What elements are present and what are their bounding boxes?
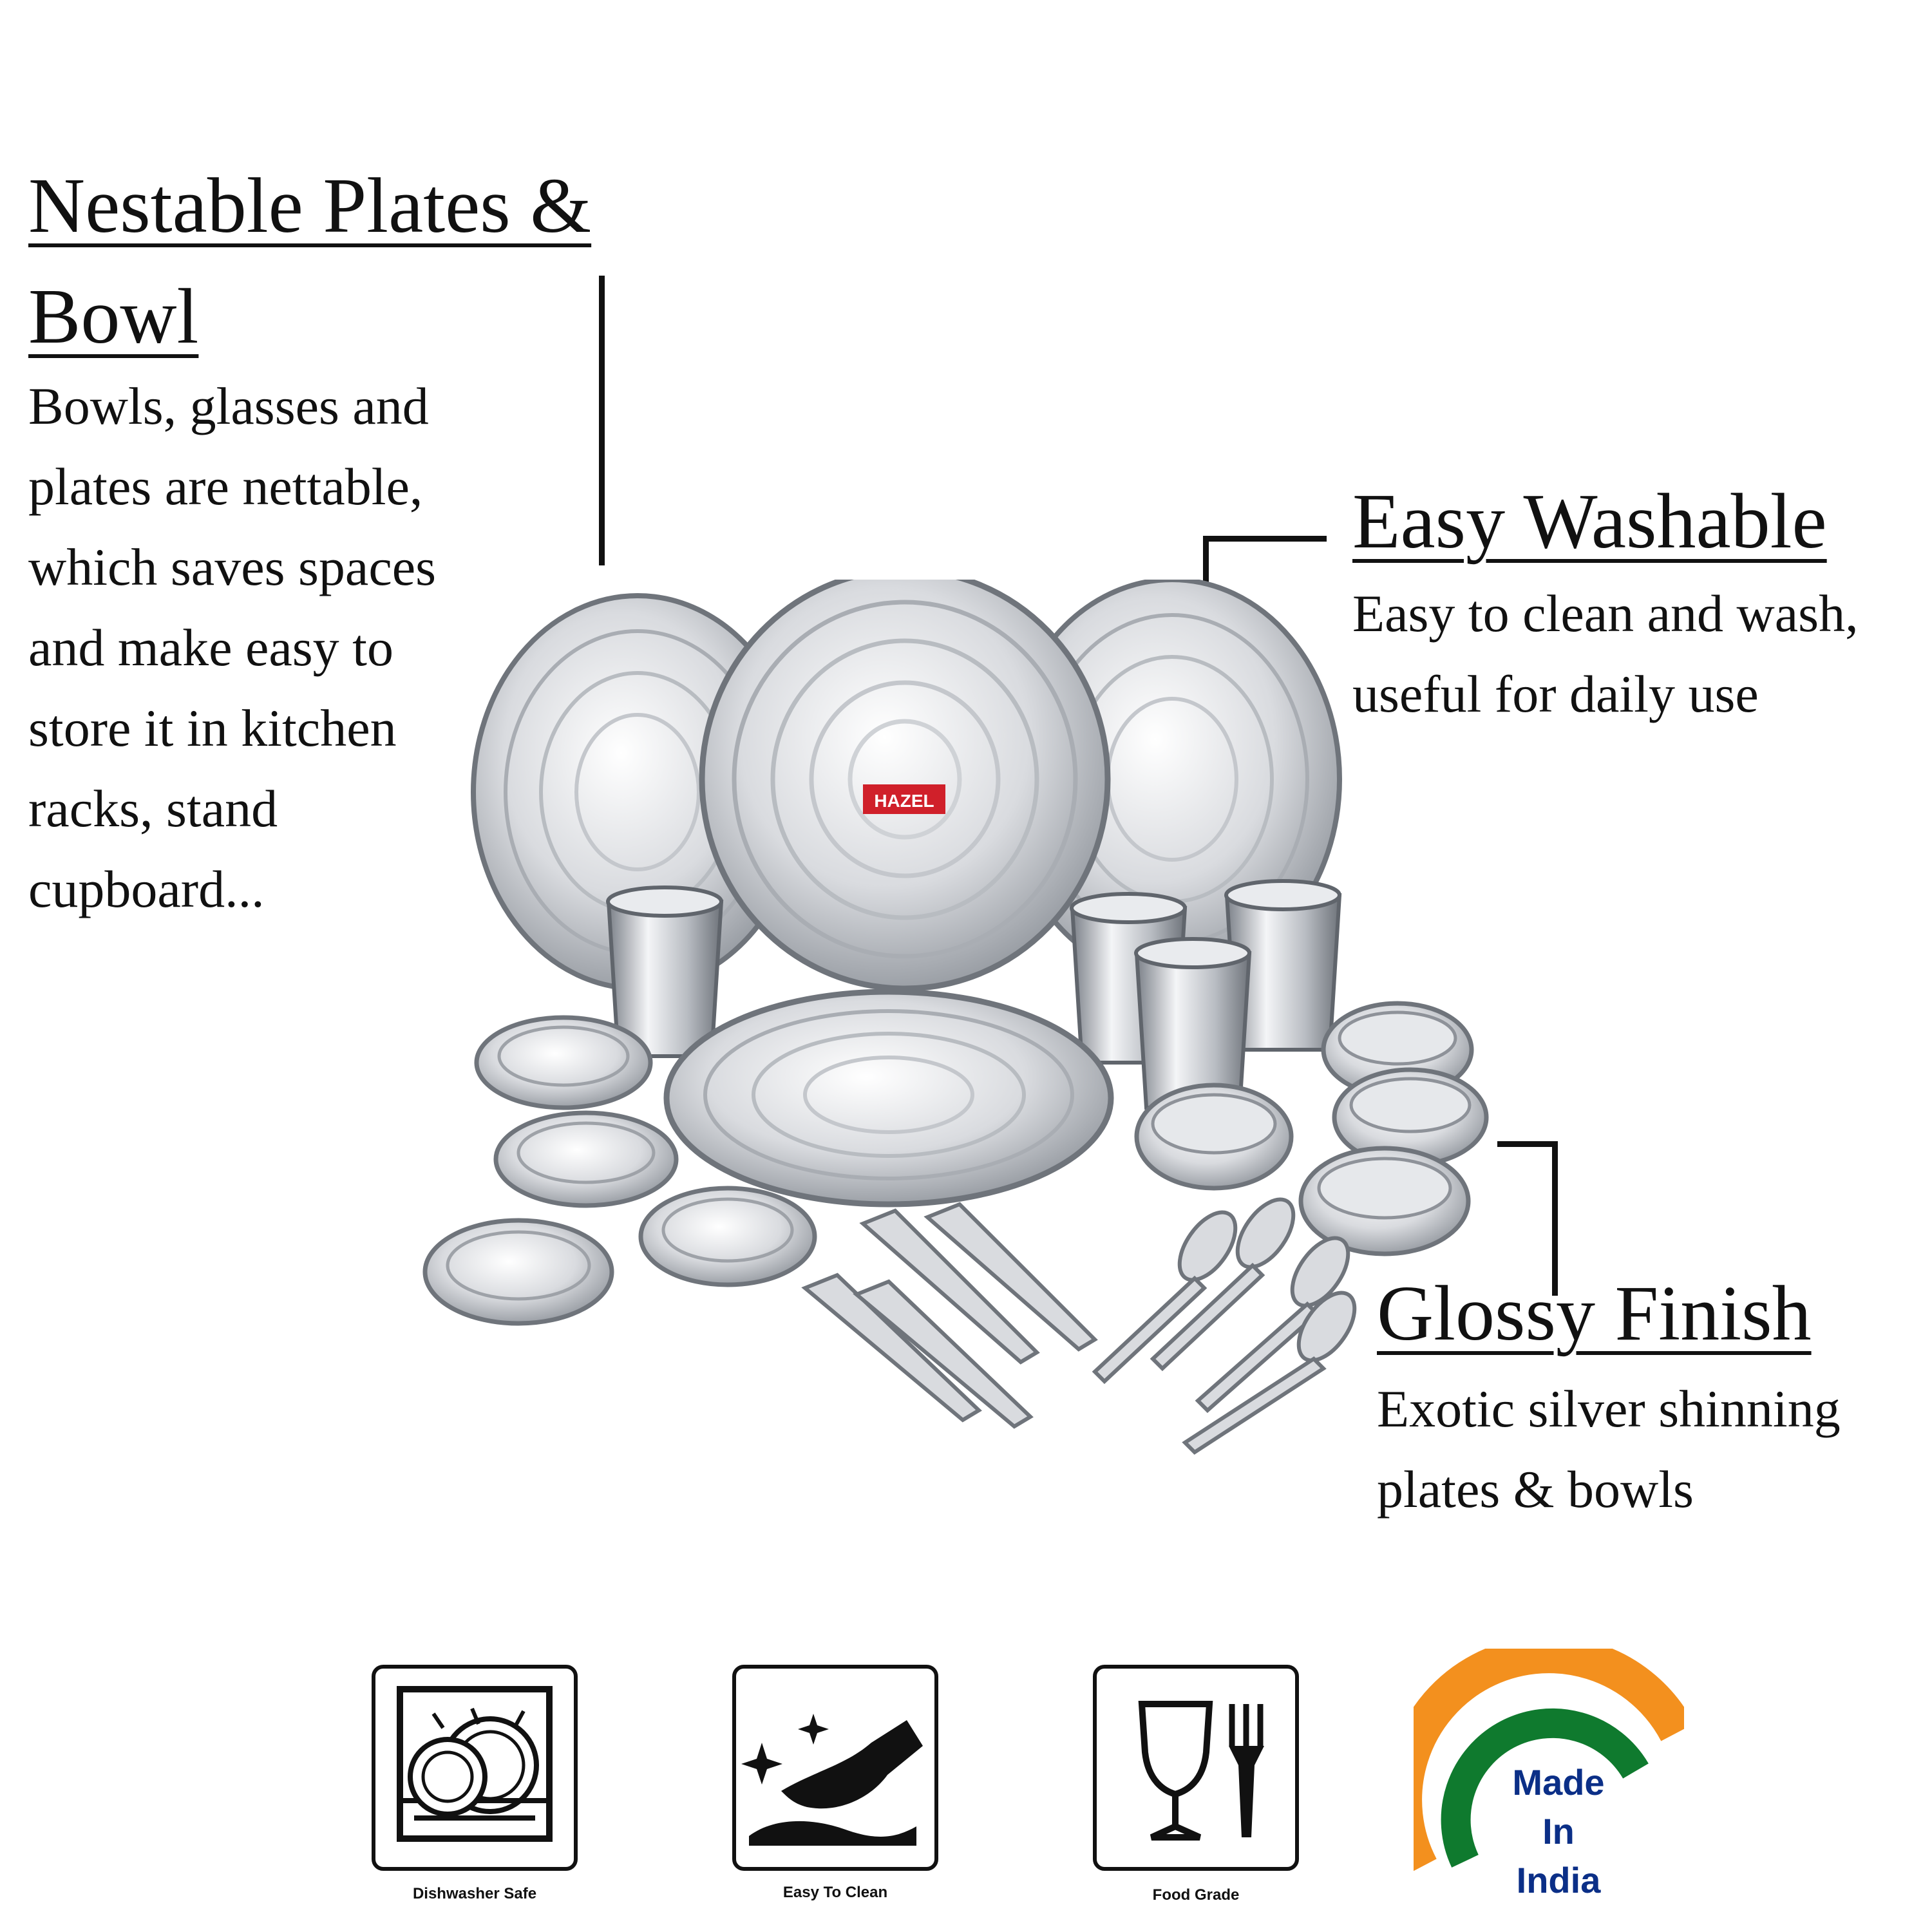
india-text-made: Made xyxy=(1512,1762,1605,1803)
washable-desc-line: useful for daily use xyxy=(1352,665,1759,723)
nestable-desc-line: store it in kitchen xyxy=(28,699,397,757)
forks xyxy=(801,1202,1098,1429)
india-text-in: In xyxy=(1542,1811,1575,1852)
badge-dishwasher-safe xyxy=(372,1665,578,1871)
badge-made-in-india: Made In India xyxy=(1385,1636,1694,1919)
bowl-left-2 xyxy=(493,1110,679,1208)
india-text-india: India xyxy=(1516,1860,1601,1900)
badge-food-grade xyxy=(1093,1665,1299,1871)
washable-callout-line-v xyxy=(1203,536,1209,585)
dinner-set-illustration: HAZEL xyxy=(422,580,1489,1455)
glossy-desc-line: plates & bowls xyxy=(1377,1460,1694,1519)
glossy-callout-line-h xyxy=(1497,1141,1557,1147)
glass-fork-icon xyxy=(1138,1701,1264,1841)
washable-title: Easy Washable xyxy=(1352,478,1827,565)
bowl-left-3 xyxy=(422,1218,614,1326)
glass-right-3 xyxy=(1134,937,1252,1110)
glossy-callout-line-v xyxy=(1552,1141,1558,1296)
nestable-title-line1: Nestable Plates & xyxy=(28,162,592,249)
washable-callout-line-h xyxy=(1203,536,1327,542)
dishwasher-icon xyxy=(397,1686,553,1842)
glossy-title: Glossy Finish xyxy=(1377,1270,1812,1357)
bowl-left-4 xyxy=(638,1186,817,1287)
nestable-desc-line: cupboard... xyxy=(28,860,265,918)
glossy-desc-line: Exotic silver shinning xyxy=(1377,1379,1841,1438)
nestable-desc-line: which saves spaces xyxy=(28,538,437,596)
washable-desc-line: Easy to clean and wash, xyxy=(1352,584,1859,643)
nestable-desc-line: racks, stand xyxy=(28,779,278,838)
nestable-callout-line xyxy=(599,276,605,565)
nestable-desc-line: plates are nettable, xyxy=(28,457,423,516)
nestable-title-line2: Bowl xyxy=(28,273,199,360)
badge-dishwasher-label: Dishwasher Safe xyxy=(412,1885,537,1902)
badge-food-grade-label: Food Grade xyxy=(1152,1886,1240,1904)
brand-label-text: HAZEL xyxy=(874,791,934,811)
plate-front xyxy=(663,989,1114,1208)
spoons xyxy=(1092,1197,1357,1455)
badge-easy-clean-label: Easy To Clean xyxy=(782,1884,888,1901)
bowl-left-1 xyxy=(474,1015,653,1110)
brand-label xyxy=(863,784,945,814)
nestable-desc-line: Bowls, glasses and xyxy=(28,377,429,435)
badge-easy-to-clean xyxy=(732,1665,938,1871)
bowl-right-4 xyxy=(1298,1146,1471,1256)
cleaning-hand-icon xyxy=(741,1714,923,1846)
nestable-desc-line: and make easy to xyxy=(28,618,393,677)
bowl-right-1 xyxy=(1134,1083,1294,1191)
plate-back-center: HAZEL xyxy=(699,580,1111,992)
